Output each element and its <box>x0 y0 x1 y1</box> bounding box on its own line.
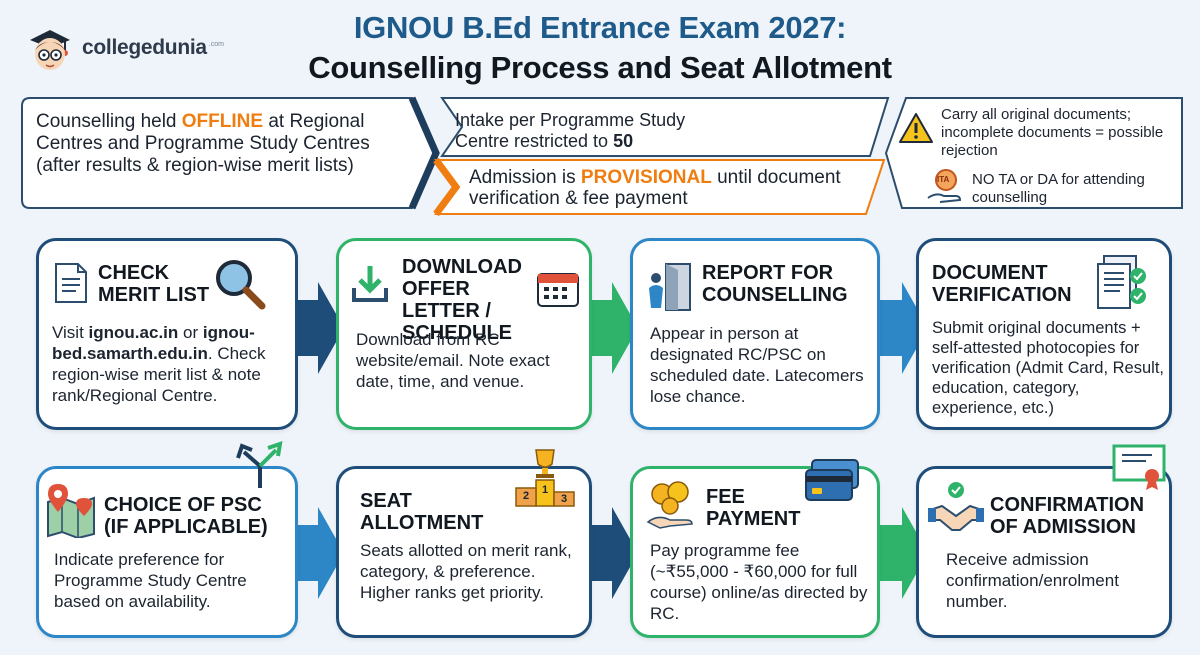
step-body: Appear in person at designated RC/PSC on… <box>650 324 864 406</box>
step-body: Indicate preference for Programme Study … <box>54 550 247 611</box>
step-card-document-verification <box>916 238 1172 430</box>
brand-name[interactable]: collegedunia <box>82 36 207 59</box>
documents-check-icon <box>1094 254 1150 312</box>
handshake-icon <box>928 480 984 536</box>
page-title: IGNOU B.Ed Entrance Exam 2027: <box>353 10 847 45</box>
document-icon <box>54 262 88 304</box>
step-title: DOWNLOAD OFFER LETTER / SCHEDULE <box>402 256 522 344</box>
brand-logo: collegedunia .com <box>24 18 264 78</box>
warning-icon <box>898 112 934 144</box>
info-provisional: Admission is PROVISIONAL until document … <box>469 167 841 209</box>
coins-hand-icon <box>646 478 700 534</box>
step-body: Download from RC website/email. Note exa… <box>356 330 550 391</box>
step-title: CHOICE OF PSC (IF APPLICABLE) <box>104 494 268 538</box>
step-title: DOCUMENT VERIFICATION <box>932 262 1072 306</box>
step-body: Visit ignou.ac.in or ignou-bed.samarth.e… <box>52 323 266 405</box>
calendar-icon <box>536 268 580 308</box>
info-warning-text: Carry all original documents; incomplete… <box>941 106 1164 159</box>
person-door-icon <box>644 260 694 312</box>
step-title: CHECK MERIT LIST <box>98 262 210 306</box>
brand-tld: .com <box>208 40 224 48</box>
step-card-choice-of-psc <box>36 466 298 638</box>
step-title: REPORT FOR COUNSELLING <box>702 262 848 306</box>
step-body: Submit original documents + self-atteste… <box>932 319 1164 417</box>
info-no-ta-text: NO TA or DA for attending counselling <box>972 171 1145 206</box>
info-offline: Counselling held OFFLINE at Regional Cen… <box>36 111 370 176</box>
step-title: CONFIRMATION OF ADMISSION <box>990 494 1145 538</box>
no-ta-icon: ITA <box>926 168 964 208</box>
info-intake: Intake per Programme Study Centre restri… <box>455 110 686 151</box>
step-card-download-offer <box>336 238 592 430</box>
info-strip-shapes <box>21 96 1183 217</box>
magnifier-icon <box>212 256 266 310</box>
podium-trophy-icon: 2 1 3 <box>514 446 576 508</box>
certificate-icon <box>1112 444 1166 492</box>
step-title: SEAT ALLOTMENT <box>360 490 484 534</box>
mascot-icon <box>24 20 76 76</box>
map-pin-icon <box>44 482 98 538</box>
page-subtitle: Counselling Process and Seat Allotment <box>308 50 892 85</box>
step-body: Seats allotted on merit rank, category, … <box>360 541 572 602</box>
credit-card-icon <box>804 458 860 502</box>
download-icon <box>350 264 390 304</box>
step-body: Receive admission confirmation/enrolment… <box>946 550 1119 611</box>
direction-arrows-icon <box>232 440 288 490</box>
step-body: Pay programme fee (~₹55,000 - ₹60,000 fo… <box>650 541 868 623</box>
step-title: FEE PAYMENT <box>706 486 801 530</box>
